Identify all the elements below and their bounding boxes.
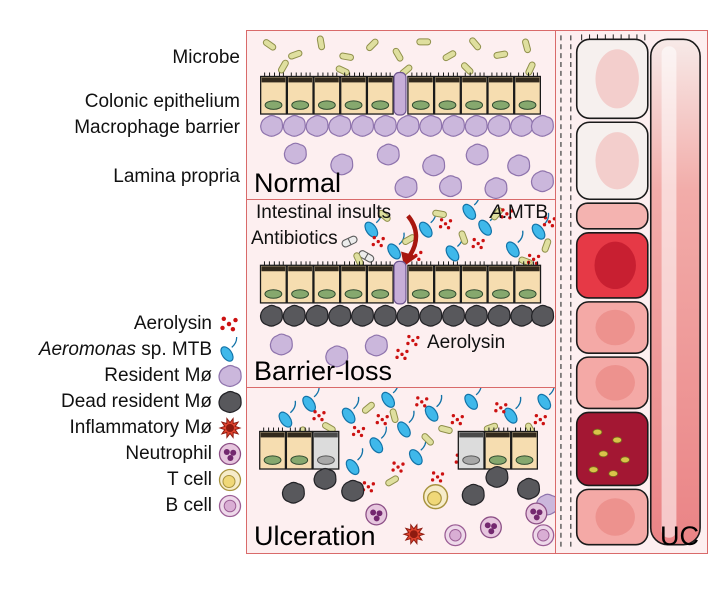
legend-label-inflammatory-macrophage: Inflammatory Mø <box>69 417 212 438</box>
annotation-intestinal-insults: Intestinal insults <box>256 202 392 223</box>
released-aerolysin-dots <box>395 334 420 360</box>
legend-item-inflammatory-macrophage: Inflammatory Mø <box>0 415 247 441</box>
b-cell-icon <box>218 494 242 518</box>
neutrophil-icon <box>218 442 242 466</box>
legend-label-aeromonas: Aeromonas sp. MTB <box>38 339 212 360</box>
colon-haustra-segments <box>575 38 649 546</box>
aeromonas-icon <box>217 337 238 363</box>
panel-ulceration-title: Ulceration <box>254 521 376 551</box>
legend-label-b-cell: B cell <box>165 495 212 516</box>
panel-ulceration: Ulceration <box>246 387 557 554</box>
legend-label-aerolysin: Aerolysin <box>133 313 212 334</box>
ulcer-spots <box>588 428 630 477</box>
label-microbe: Microbe <box>172 47 240 68</box>
barrier-loss-illustration <box>259 200 556 368</box>
insult-arrow <box>401 214 419 267</box>
t-cell-icon <box>218 468 242 492</box>
colon-right-limb <box>649 38 701 546</box>
dead-macrophage-icon <box>218 390 242 414</box>
annotation-a-mtb: A.MTB <box>489 202 548 223</box>
label-macrophage-barrier: Macrophage barrier <box>74 117 240 138</box>
dead-macrophage-row <box>259 304 555 327</box>
panel-barrier-loss: Intestinal insults Antibiotics A.MTB Aer… <box>246 199 557 389</box>
label-colonic-epithelium: Colonic epithelium <box>84 91 240 112</box>
legend-item-dead-resident-macrophage: Dead resident Mø <box>0 389 247 415</box>
epithelium-row <box>260 71 541 116</box>
legend-item-aerolysin: Aerolysin <box>0 311 247 337</box>
legend-item-t-cell: T cell <box>0 467 247 493</box>
uc-label: UC <box>660 521 699 551</box>
legend-label-t-cell: T cell <box>166 469 212 490</box>
legend: Aerolysin Aeromonas sp. MTB Resident Mø … <box>0 311 247 519</box>
annotation-antibiotics: Antibiotics <box>251 228 338 249</box>
broken-epithelium-left <box>259 426 340 470</box>
legend-label-dead-resident-macrophage: Dead resident Mø <box>60 391 212 412</box>
legend-item-neutrophil: Neutrophil <box>0 441 247 467</box>
panel-colon-uc: UC <box>555 30 708 554</box>
panel-normal-title: Normal <box>254 168 342 198</box>
inflammatory-macrophage-icon <box>219 418 241 438</box>
microbe-layer <box>261 35 537 78</box>
dashed-connector-lines <box>560 35 572 549</box>
legend-label-neutrophil: Neutrophil <box>125 443 212 464</box>
resident-macrophage-icon <box>218 364 242 388</box>
legend-item-resident-macrophage: Resident Mø <box>0 363 247 389</box>
macrophage-barrier-row <box>260 114 554 137</box>
epithelium-row <box>259 260 542 305</box>
annotation-aerolysin: Aerolysin <box>427 332 506 353</box>
legend-label-resident-macrophage: Resident Mø <box>104 365 212 386</box>
aerolysin-icon <box>220 316 238 332</box>
legend-item-aeromonas: Aeromonas sp. MTB <box>0 337 247 363</box>
panel-normal: Normal <box>246 30 557 201</box>
panel-barrier-loss-title: Barrier-loss <box>254 356 393 386</box>
dead-macrophages <box>281 465 541 506</box>
label-lamina-propria: Lamina propria <box>113 166 240 187</box>
legend-item-b-cell: B cell <box>0 493 247 519</box>
broken-epithelium-right <box>457 426 538 470</box>
colon-illustration <box>560 34 701 549</box>
